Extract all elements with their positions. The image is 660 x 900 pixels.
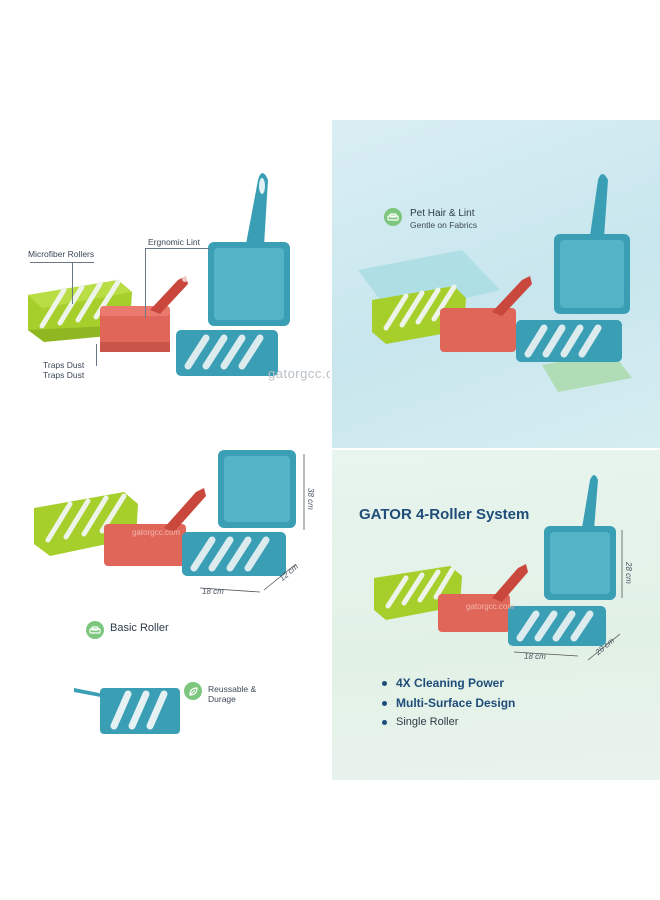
feature-reusable-line2: Durage <box>208 694 236 704</box>
leader-line <box>30 262 94 263</box>
dimension-lines <box>513 530 623 661</box>
leader-line <box>145 248 210 249</box>
feature-item: Single Roller <box>382 716 515 728</box>
feature-item: Multi-Surface Design <box>382 696 515 710</box>
pet-hair-panel: Pet Hair & Lint Gentle on Fabrics <box>332 120 660 448</box>
watermark: gatorgcc.com <box>268 366 330 381</box>
roller-dimensions-image <box>34 450 305 734</box>
feature-title: Pet Hair & Lint <box>410 208 475 219</box>
feature-item: 4X Cleaning Power <box>382 676 515 690</box>
red-roller-case <box>100 276 188 352</box>
sofa-icon <box>384 208 402 226</box>
label-traps-dust: Traps Dust <box>43 360 85 370</box>
blue-roller-case <box>516 174 630 362</box>
feature-basic-roller: Basic Roller <box>110 622 169 634</box>
blue-roller-case <box>508 475 616 646</box>
roller-system-image <box>374 475 623 661</box>
red-roller-case <box>104 488 206 566</box>
dimension-lines <box>199 454 305 593</box>
leaf-icon <box>184 682 202 700</box>
leader-line <box>72 262 73 304</box>
feature-subtitle: Gentle on Fabrics <box>410 220 478 230</box>
label-traps-dust-2: Traps Dust <box>43 370 85 380</box>
leader-line <box>145 248 146 318</box>
roller-set-image <box>28 173 290 376</box>
system-panel: GATOR 4-Roller System <box>332 450 660 780</box>
feature-list: 4X Cleaning Power Multi-Surface Design S… <box>382 676 515 734</box>
red-roller-case <box>438 564 528 632</box>
blue-roller-case <box>176 173 290 376</box>
red-roller-case <box>440 276 532 352</box>
blue-roller-case <box>182 450 296 576</box>
feature-reusable-line1: Reussable & <box>208 684 257 694</box>
product-watermark: gatorgcc.com <box>466 602 515 611</box>
sofa-icon <box>86 621 104 639</box>
dimension-height: 28 cm <box>624 562 633 584</box>
label-microfiber-rollers: Microfiber Rollers <box>28 249 95 259</box>
green-roller-case <box>28 279 132 342</box>
roller-set-scene-image <box>358 174 632 392</box>
label-ergonomic-lint: Ergnomic Lint <box>148 237 200 247</box>
dimension-height: 38 cm <box>306 488 315 510</box>
headline: GATOR 4-Roller System <box>359 506 530 523</box>
dimension-width: 18 cm <box>202 587 224 596</box>
product-thumbnail <box>74 688 180 734</box>
dimensions-panel: gatorgcc.com 38 cm 18 cm 12 cm Basic Rol… <box>0 450 330 780</box>
dimension-width: 18 cm <box>524 652 546 661</box>
product-watermark: gatorgcc.com <box>132 528 181 537</box>
leader-line <box>96 344 97 366</box>
anatomy-panel: Microfiber Rollers Ergnomic Lint Traps D… <box>0 120 330 448</box>
